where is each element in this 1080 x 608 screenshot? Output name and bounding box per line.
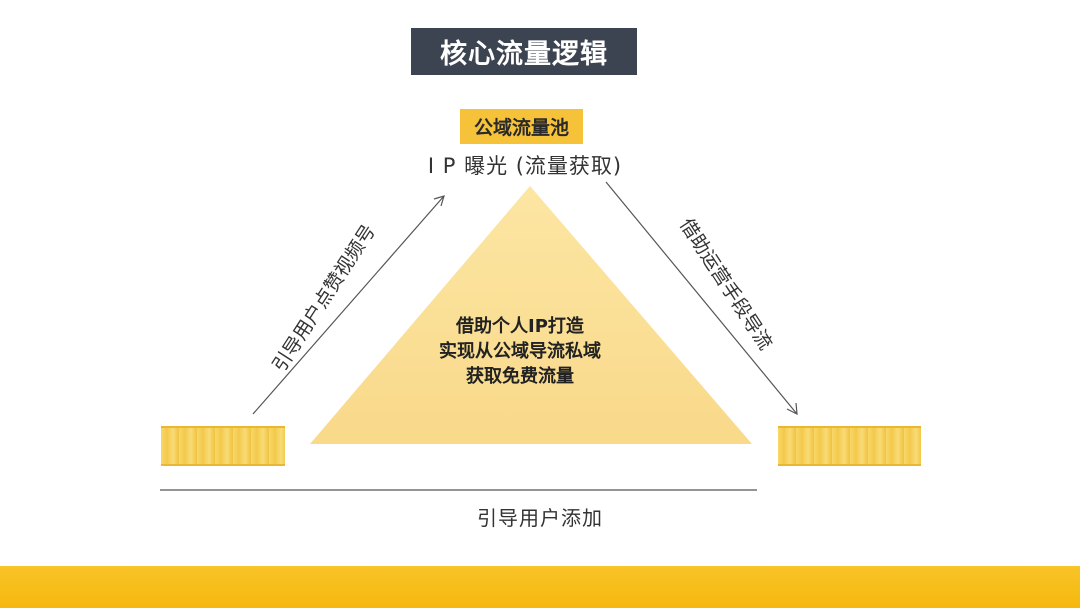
right-arrow-line <box>605 181 798 415</box>
ip-exposure-caption: I P 曝光 (流量获取) <box>427 154 623 178</box>
left-arrow-head <box>433 195 445 207</box>
right-node-bar <box>778 426 921 466</box>
right-arrow-head <box>786 402 798 416</box>
center-line-1: 借助个人IP打造 <box>456 316 584 337</box>
bottom-edge-label: 引导用户添加 <box>477 506 603 530</box>
center-line-2: 实现从公域导流私域 <box>439 341 601 362</box>
center-statement: 借助个人IP打造 实现从公域导流私域 获取免费流量 <box>420 314 620 389</box>
center-triangle <box>310 186 752 444</box>
page-title: 核心流量逻辑 <box>411 28 637 75</box>
center-line-3: 获取免费流量 <box>466 366 574 387</box>
public-traffic-pool-badge: 公域流量池 <box>460 109 583 144</box>
left-node-bar <box>161 426 285 466</box>
footer-band <box>0 566 1080 608</box>
left-arrow-line <box>252 195 445 415</box>
